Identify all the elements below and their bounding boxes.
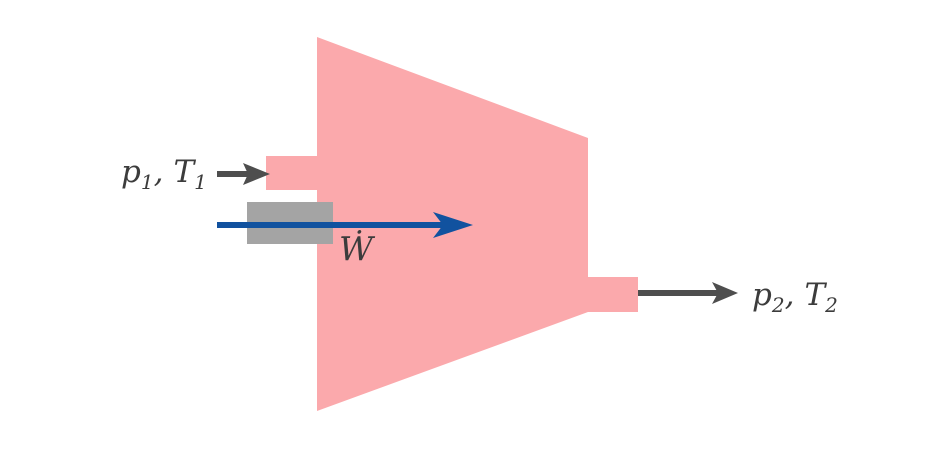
inlet-flow-arrow-shaft bbox=[217, 171, 250, 177]
inlet-label-separator: , bbox=[154, 154, 164, 190]
outlet-temperature-symbol: T bbox=[804, 277, 827, 313]
outlet-flow-arrow-head bbox=[712, 282, 738, 304]
work-arrow-head bbox=[433, 212, 473, 238]
inlet-pressure-subscript: 1 bbox=[141, 170, 154, 194]
inlet-flow-arrow-head bbox=[243, 163, 270, 185]
outlet-pressure-subscript: 2 bbox=[771, 293, 785, 317]
inlet-temperature-symbol: T bbox=[173, 154, 196, 190]
outlet-pressure-symbol: p bbox=[752, 277, 772, 313]
outlet-label-separator: , bbox=[785, 277, 795, 313]
inlet-pressure-symbol: p bbox=[121, 154, 141, 190]
outlet-flow-arrow bbox=[638, 282, 738, 304]
work-label: Ẇ bbox=[339, 229, 376, 268]
work-arrow-shaft bbox=[217, 222, 445, 228]
work-arrow bbox=[217, 212, 473, 238]
inlet-state-label: p1,T1 bbox=[121, 154, 207, 194]
inlet-temperature-subscript: 1 bbox=[194, 170, 207, 194]
outlet-flow-arrow-shaft bbox=[638, 290, 720, 296]
outlet-temperature-subscript: 2 bbox=[824, 293, 838, 317]
inlet-flow-arrow bbox=[217, 163, 270, 185]
outlet-state-label: p2,T2 bbox=[752, 277, 838, 317]
